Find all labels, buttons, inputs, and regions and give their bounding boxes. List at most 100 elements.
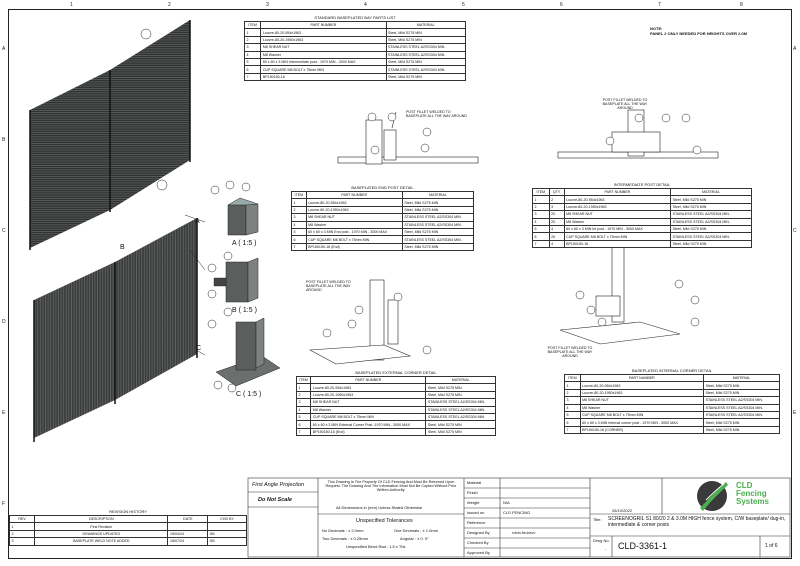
do-not-scale-label: Do Not Scale <box>258 497 292 503</box>
note-heading: NOTE: <box>650 26 663 31</box>
intermediate-weld-note: POST FILLET WELDED TO BASEPLATE ALL THE … <box>602 98 648 111</box>
tolerance-no-decimals: No Decimals : ± 2.0mm <box>322 528 364 533</box>
bay-post-detail <box>337 111 479 165</box>
external-corner-weld-note: POST FILLET WELDED TO BASEPLATE ALL THE … <box>306 280 351 293</box>
reference-label: Reference <box>467 520 486 525</box>
internal-corner-weld-note: POST FILLET WELDED TO BASEPLATE ALL THE … <box>547 346 593 359</box>
tolerance-two-decimals: Two Decimals : ± 0.25mm <box>322 536 368 541</box>
ruler-side-a: A <box>2 46 6 52</box>
note-text: PANEL 2 ONLY NEEDED FOR HEIGHTS OVER 2.0… <box>650 31 747 36</box>
drawing-number-label: Drwg No. <box>593 538 610 543</box>
view-label-c: C <box>196 345 202 352</box>
view-label-b: B <box>120 244 125 251</box>
ruler-side-e-right: E <box>793 410 797 416</box>
sheet-number: 1 of 6 <box>765 543 778 549</box>
external-corner-table-title: BASEPLATED EXTERNAL CORNER DETAIL <box>355 370 437 375</box>
ruler-top-3: 3 <box>266 2 269 8</box>
ruler-top-8: 8 <box>740 2 743 8</box>
intermediate-table-title: INTERMEDIATE POST DETAIL <box>613 182 671 187</box>
revision-history-title: REVISION HISTORY <box>109 509 147 514</box>
view-callout-lines <box>184 214 206 356</box>
detail-b-post <box>213 257 259 303</box>
designed-value: robin.fedorov <box>512 530 536 535</box>
issued-label: Issued on <box>467 510 485 515</box>
internal-corner-detail <box>559 231 681 345</box>
detail-a-post <box>227 197 259 236</box>
logo-text: CLD Fencing Systems <box>736 482 769 506</box>
tolerance-one-decimal: One Decimals : ± 1.0mm <box>394 528 438 533</box>
cld-logo-mark <box>697 481 728 511</box>
drawing-title: SCREENOGRIL S1 80/20 2 & 3.0M HIGH fence… <box>608 516 786 528</box>
title-block-lines <box>247 477 791 558</box>
drawing-number: CLD-3361-1 <box>618 541 668 551</box>
drawing-number-dot: - <box>605 546 607 551</box>
material-label: Material <box>467 480 482 485</box>
designed-label: Designed By <box>467 530 490 535</box>
weight-label: Weight <box>467 500 480 505</box>
ruler-side-a-right: A <box>793 46 797 52</box>
tolerances-title: Unspecified Tolerances <box>356 518 413 524</box>
dimensions-note: All Dimensions in (mm) Unless Stated Oth… <box>336 505 423 510</box>
issued-value: CLD FENCING <box>503 510 531 515</box>
ruler-side-b: B <box>2 137 6 143</box>
ruler-side-d: D <box>2 319 6 325</box>
general-note: NOTE: PANEL 2 ONLY NEEDED FOR HEIGHTS OV… <box>650 26 747 36</box>
end-post-table-title: BASEPLATED END POST DETAIL <box>351 185 414 190</box>
finish-label: Finish <box>467 490 478 495</box>
weight-value: N/A <box>503 500 510 505</box>
detail-c-post <box>215 317 281 387</box>
internal-corner-table-title: BASEPLATED INTERNAL CORNER DETAIL <box>632 368 712 373</box>
ruler-top-7: 7 <box>658 2 661 8</box>
detail-a-scale: A ( 1:5 ) <box>232 240 257 247</box>
ruler-side-f: F <box>2 501 6 507</box>
ruler-side-c-right: C <box>793 228 797 234</box>
tolerance-angular: Angular : ± 0. 5° <box>400 536 429 541</box>
detail-c-scale: C ( 1:5 ) <box>236 391 262 398</box>
louvre-fence-panel <box>29 20 191 250</box>
bay-weld-note: POST FILLET WELDED TO BASEPLATE ALL THE … <box>406 110 467 119</box>
header-item: ITEM <box>243 20 262 30</box>
logo-line-2: Fencing <box>736 489 767 498</box>
tolerance-bend-radius: Unspecified Bend Rad : 1.5 x Thk <box>346 544 406 549</box>
item-balloons <box>140 28 702 393</box>
copyright-notice: This Drawing Is The Property Of CLD Fenc… <box>325 480 457 493</box>
ruler-top-1: 1 <box>70 2 73 8</box>
logo-line-1: CLD <box>736 481 753 490</box>
view-label-a: A <box>195 218 200 225</box>
